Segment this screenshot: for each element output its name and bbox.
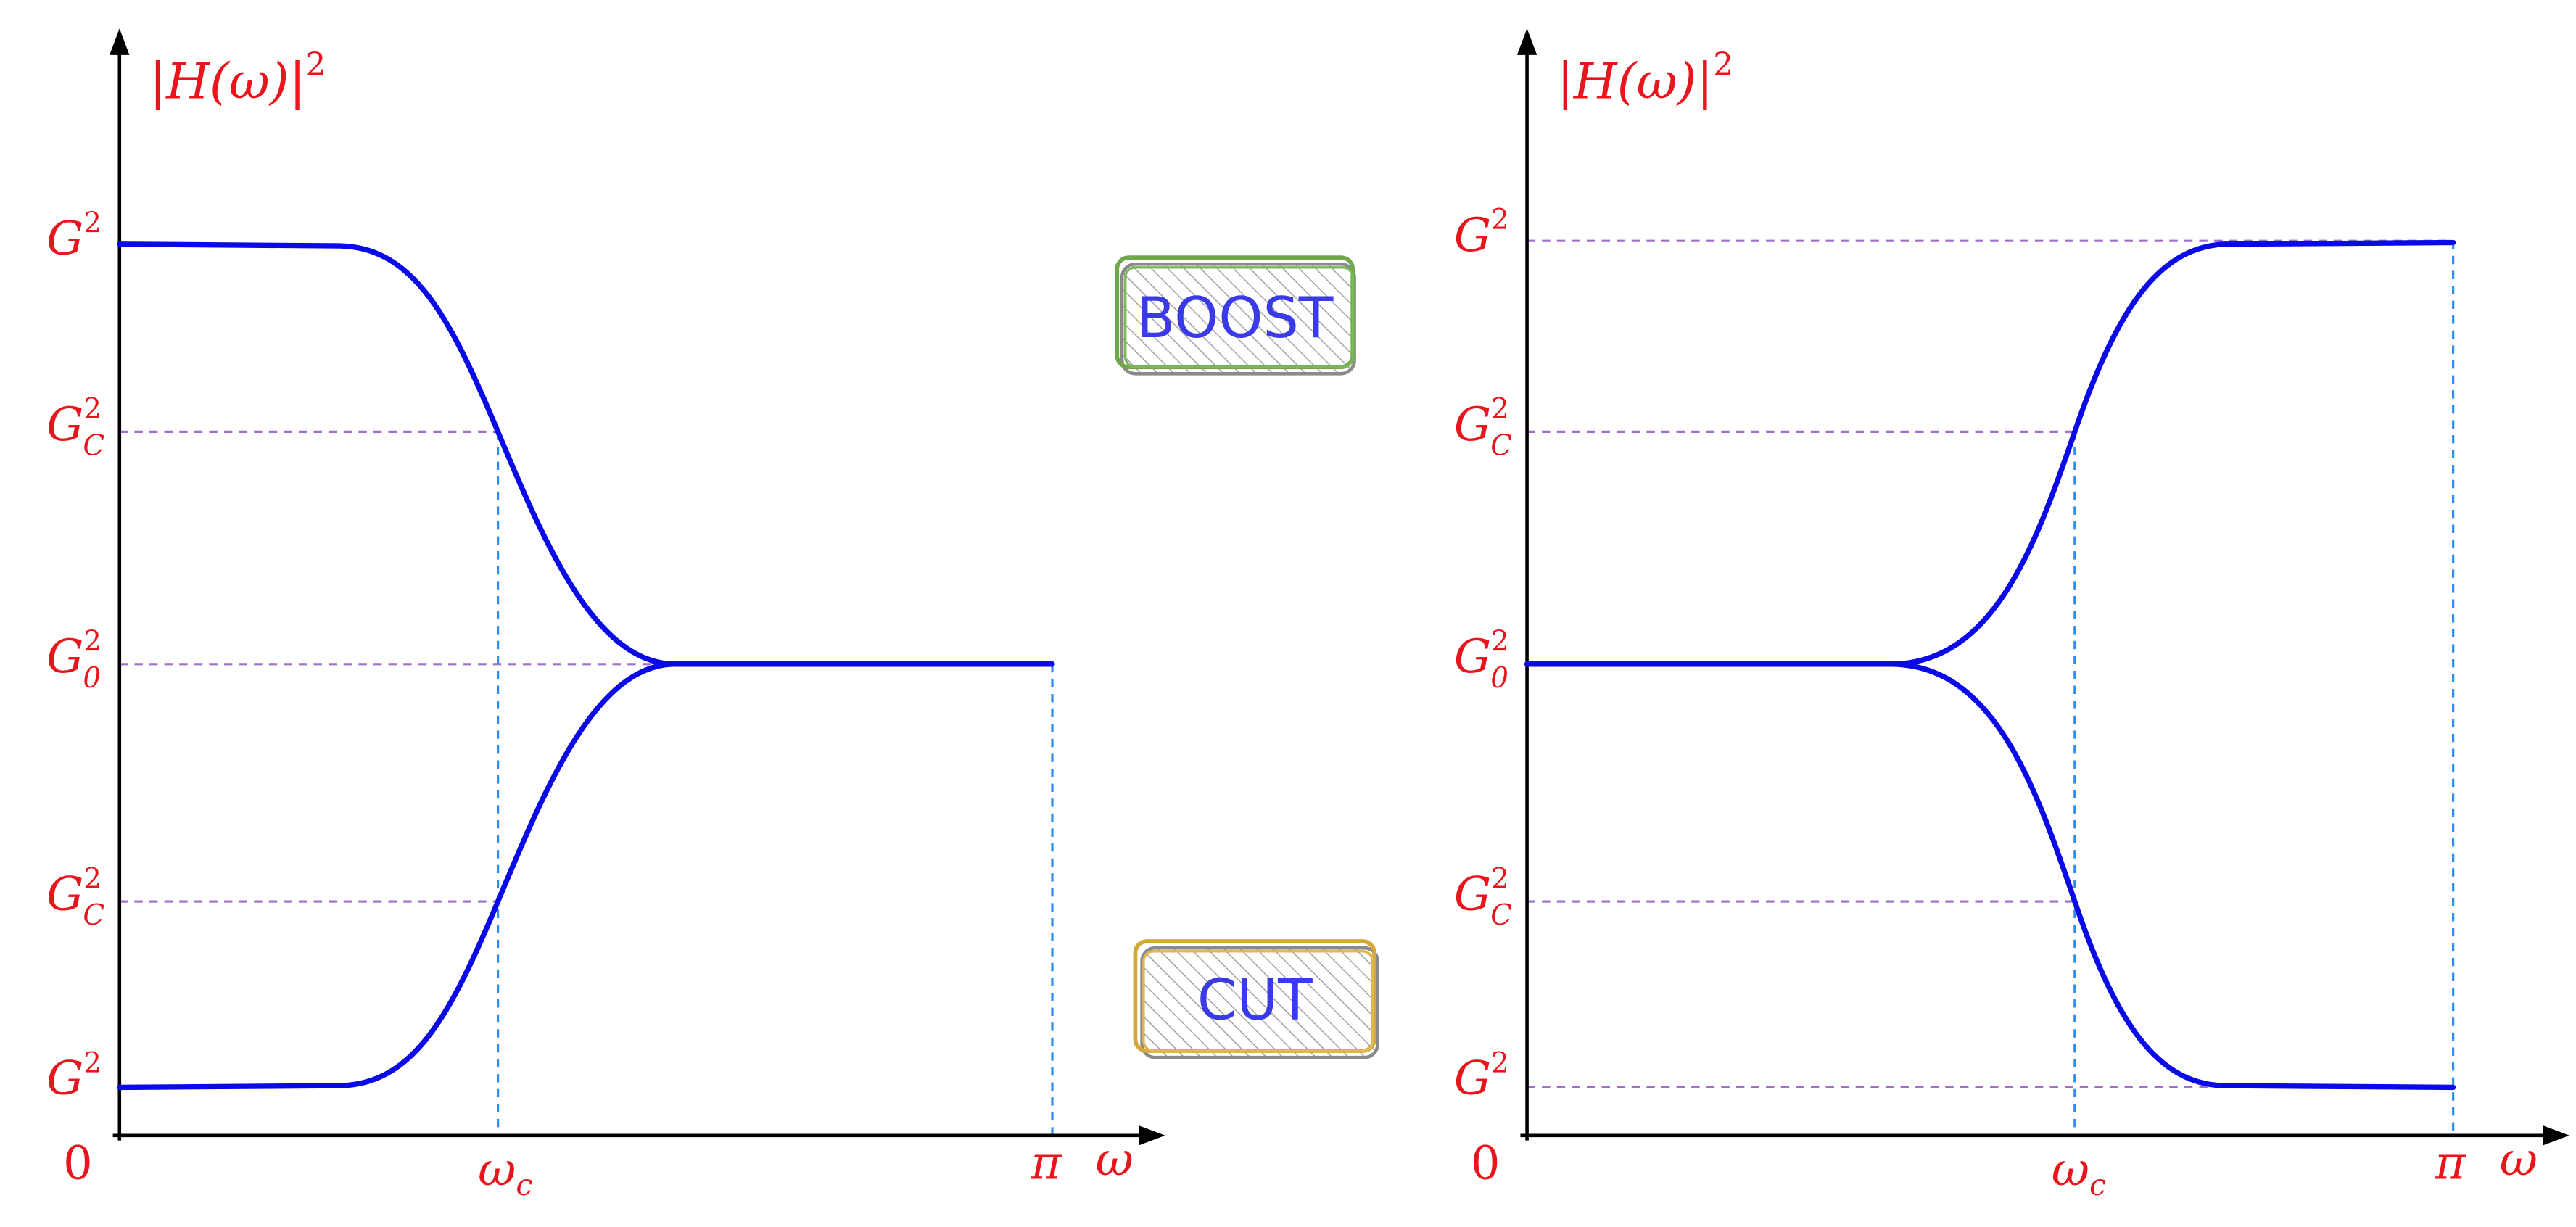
cut-badge: CUT xyxy=(1133,939,1379,1059)
right-y-tick-g-bottom: G2 xyxy=(1454,1047,1509,1106)
right-origin-label: 0 xyxy=(1471,1136,1500,1190)
boost-badge: BOOST xyxy=(1115,255,1356,376)
boost-badge-label: BOOST xyxy=(1136,286,1334,351)
left-y-axis-arrow xyxy=(110,28,130,55)
cut-badge-label: CUT xyxy=(1197,968,1313,1033)
right-x-axis-arrow xyxy=(2543,1125,2569,1146)
left-origin-label: 0 xyxy=(63,1136,93,1190)
right-boost-curve xyxy=(1524,239,2456,667)
right-cut-curve xyxy=(1524,661,2456,1091)
right-y-tick-g-top: G2 xyxy=(1454,204,1509,263)
right-x-tick-pi: π xyxy=(2434,1136,2466,1190)
left-y-tick-g-top: G2 xyxy=(46,207,102,266)
left-y-tick-g-bottom: G2 xyxy=(46,1047,102,1106)
right-y-axis-arrow xyxy=(1516,28,1537,55)
left-boost-curve xyxy=(117,241,1055,667)
right-y-axis-label: |H(ω)|2 xyxy=(1557,46,1733,110)
right-x-tick-wc: ωc xyxy=(2052,1143,2106,1202)
left-x-axis-label: ω xyxy=(1096,1133,1134,1187)
left-x-axis-arrow xyxy=(1139,1125,1165,1146)
left-x-tick-pi: π xyxy=(1030,1136,1062,1190)
left-y-axis-label: |H(ω)|2 xyxy=(149,46,326,110)
left-x-tick-wc: ωc xyxy=(478,1143,532,1202)
left-cut-curve xyxy=(117,661,1055,1091)
right-x-axis-label: ω xyxy=(2500,1133,2538,1187)
